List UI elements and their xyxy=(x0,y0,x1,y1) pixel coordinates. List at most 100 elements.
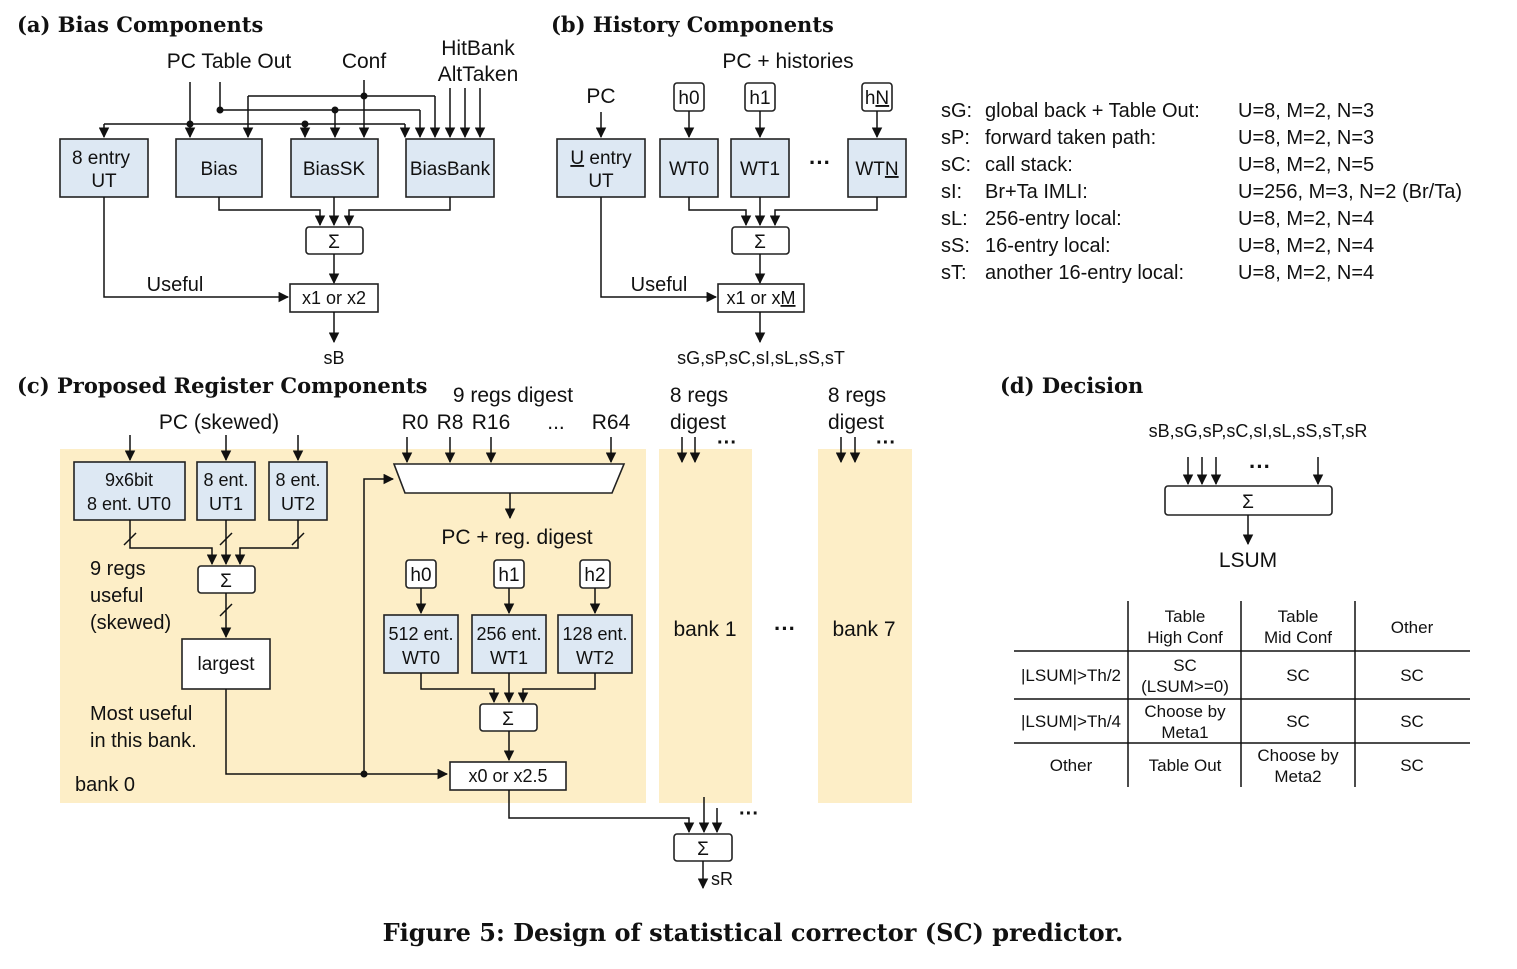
svg-text:512 ent.: 512 ent. xyxy=(388,624,453,644)
param-row: sI: Br+Ta IMLI: U=256, M=3, N=2 (Br/Ta) xyxy=(941,181,1462,203)
register-title: (c) Proposed Register Components xyxy=(17,373,427,398)
register-select-wire xyxy=(225,689,449,780)
register-h2: h2 xyxy=(579,559,611,589)
svg-text:Σ: Σ xyxy=(754,232,766,253)
param-row: sC: call stack: U=8, M=2, N=5 xyxy=(941,154,1374,176)
history-components: (b) History Components PC PC + histories… xyxy=(551,12,907,368)
svg-text:Table Out: Table Out xyxy=(1149,756,1222,775)
bias-sum-node: Σ xyxy=(305,226,364,255)
svg-text:sS:: sS: xyxy=(941,235,970,257)
svg-text:sL:: sL: xyxy=(941,208,968,230)
register-pc-skewed: PC (skewed) xyxy=(159,411,279,434)
svg-text:sP:: sP: xyxy=(941,127,970,149)
svg-text:sT:: sT: xyxy=(941,262,967,284)
bank-1-region xyxy=(659,449,752,803)
svg-text:h1: h1 xyxy=(749,88,770,109)
register-ut2: 8 ent. UT2 xyxy=(268,461,328,521)
svg-text:UT1: UT1 xyxy=(209,494,243,514)
svg-text:(LSUM>=0): (LSUM>=0) xyxy=(1141,677,1229,696)
bank-7-label: bank 7 xyxy=(832,618,895,641)
history-title: (b) History Components xyxy=(551,12,834,37)
register-r0: R0 xyxy=(402,411,429,434)
bias-ut-table: 8 entry UT xyxy=(59,138,149,198)
table-row: Other Table Out Choose by Meta2 SC xyxy=(1050,746,1424,786)
svg-text:WT0: WT0 xyxy=(669,159,709,180)
bias-input-alttaken: AltTaken xyxy=(438,63,519,86)
svg-text:SC: SC xyxy=(1400,756,1424,775)
bias-input-conf: Conf xyxy=(342,50,387,73)
svg-text:Table: Table xyxy=(1278,607,1319,626)
bias-components: (a) Bias Components PC Table Out Conf Hi… xyxy=(17,12,518,368)
register-r16: R16 xyxy=(472,411,511,434)
svg-text:U=8, M=2, N=4: U=8, M=2, N=4 xyxy=(1238,262,1374,284)
svg-text:x1 or xM: x1 or xM xyxy=(726,288,795,308)
svg-text:WT1: WT1 xyxy=(490,648,528,668)
svg-text:Choose by: Choose by xyxy=(1144,702,1226,721)
svg-text:BiasSK: BiasSK xyxy=(303,159,366,180)
bank-1-label: bank 1 xyxy=(673,618,736,641)
register-multiplier: x0 or x2.5 xyxy=(449,761,567,791)
svg-text:U entry: U entry xyxy=(570,148,632,169)
bias-multiplier: x1 or x2 xyxy=(289,283,379,313)
param-row: sL: 256-entry local: U=8, M=2, N=4 xyxy=(941,208,1374,230)
svg-text:forward taken path:: forward taken path: xyxy=(985,127,1156,149)
register-wt2: 128 ent. WT2 xyxy=(557,614,633,674)
svg-text:h1: h1 xyxy=(498,565,519,586)
table-row: |LSUM|>Th/2 SC (LSUM>=0) SC SC xyxy=(1021,656,1424,696)
biassk-table: BiasSK xyxy=(290,138,379,198)
svg-text:256 ent.: 256 ent. xyxy=(476,624,541,644)
register-h1: h1 xyxy=(493,559,525,589)
svg-text:WT1: WT1 xyxy=(740,159,780,180)
bias-output-sb: sB xyxy=(323,348,344,368)
bank-7-region xyxy=(818,449,912,803)
history-input-pc-histories: PC + histories xyxy=(722,50,853,73)
param-row: sP: forward taken path: U=8, M=2, N=3 xyxy=(941,127,1374,149)
svg-text:UT: UT xyxy=(91,171,117,192)
register-useful-label-2: useful xyxy=(90,585,143,607)
bias-sum-wires xyxy=(218,197,451,227)
svg-text:sI:: sI: xyxy=(941,181,962,203)
decision-sum-node: Σ xyxy=(1164,485,1333,516)
history-wtn: WTN xyxy=(847,138,907,198)
decision-title: (d) Decision xyxy=(1000,373,1143,398)
register-useful-label-1: 9 regs xyxy=(90,558,146,580)
svg-text:SC: SC xyxy=(1286,712,1310,731)
svg-text:Σ: Σ xyxy=(220,571,232,592)
svg-text:128 ent.: 128 ent. xyxy=(562,624,627,644)
svg-text:h0: h0 xyxy=(410,565,431,586)
bank-ellipsis: ··· xyxy=(774,616,796,641)
register-ut0: 9x6bit 8 ent. UT0 xyxy=(73,461,186,521)
bank-0-label: bank 0 xyxy=(75,774,135,796)
register-ut-sum-wires xyxy=(123,520,305,566)
bias-title: (a) Bias Components xyxy=(17,12,263,37)
register-most-useful-2: in this bank. xyxy=(90,730,197,752)
svg-text:16-entry local:: 16-entry local: xyxy=(985,235,1111,257)
svg-text:8 ent.: 8 ent. xyxy=(275,470,320,490)
svg-text:SC: SC xyxy=(1400,666,1424,685)
svg-text:Mid Conf: Mid Conf xyxy=(1264,628,1332,647)
svg-text:SC: SC xyxy=(1173,656,1197,675)
svg-text:Σ: Σ xyxy=(1242,492,1254,513)
register-useful-label-3: (skewed) xyxy=(90,612,171,634)
svg-text:WT0: WT0 xyxy=(402,648,440,668)
bank-1-digest-2: digest xyxy=(670,411,726,434)
history-hn: hN xyxy=(861,82,893,112)
table-row: |LSUM|>Th/4 Choose by Meta1 SC SC xyxy=(1021,702,1424,742)
history-ellipsis: ··· xyxy=(809,150,831,175)
svg-text:WTN: WTN xyxy=(855,159,898,180)
decision-ellipsis: ··· xyxy=(1249,454,1271,479)
register-wt-sum-node: Σ xyxy=(479,703,538,732)
decision-output-lsum: LSUM xyxy=(1219,549,1277,572)
decision: (d) Decision sB,sG,sP,sC,sI,sL,sS,sT,sR … xyxy=(1000,373,1470,787)
svg-text:Σ: Σ xyxy=(502,709,514,730)
svg-text:U=8, M=2, N=3: U=8, M=2, N=3 xyxy=(1238,127,1374,149)
history-multiplier: x1 or xM xyxy=(717,283,805,313)
bank-7-digest-1: 8 regs xyxy=(828,384,886,407)
param-row: sS: 16-entry local: U=8, M=2, N=4 xyxy=(941,235,1374,257)
svg-text:9x6bit: 9x6bit xyxy=(105,470,153,490)
register-final-sum-wires xyxy=(508,790,723,834)
svg-text:largest: largest xyxy=(197,654,255,675)
register-final-sum-node: Σ xyxy=(673,833,733,862)
svg-text:sG:: sG: xyxy=(941,100,972,122)
